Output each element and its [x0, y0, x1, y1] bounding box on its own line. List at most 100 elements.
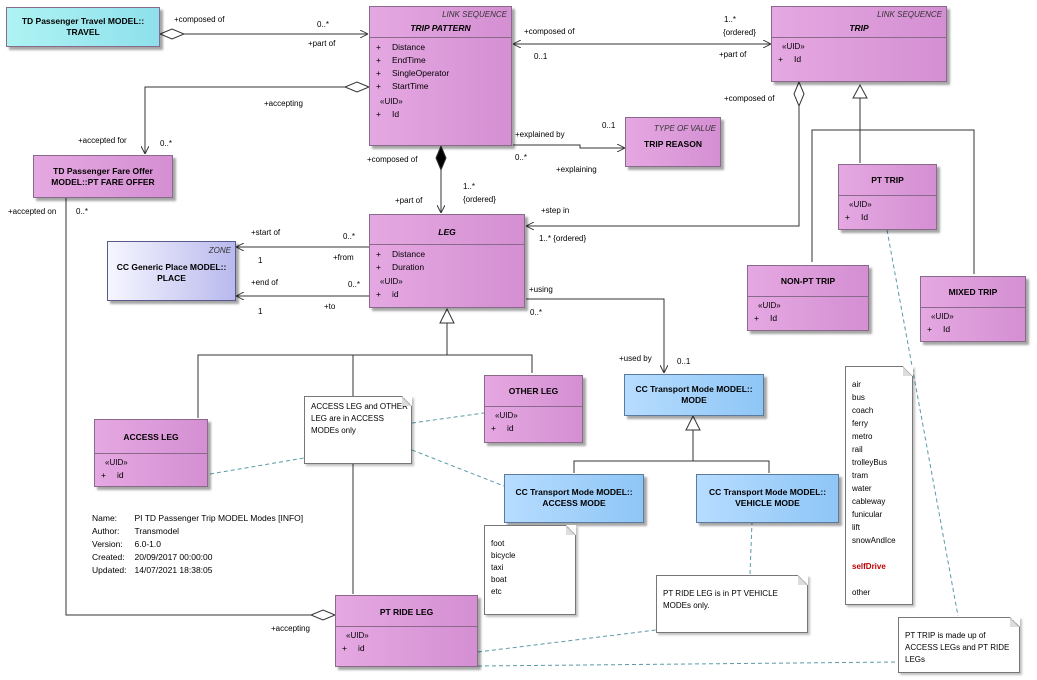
aggregation-diamond-travel — [158, 28, 186, 40]
note-line: MODEs only. — [663, 601, 710, 610]
edge-fare-offer-pt-ride-leg — [66, 186, 311, 616]
aggregation-diamond-trip — [793, 80, 805, 108]
note-line: air — [852, 380, 861, 389]
label-part-of: +part of — [308, 39, 336, 48]
class-pt-trip[interactable]: PT TRIP «UID» +Id — [838, 164, 937, 230]
class-travel[interactable]: TD Passenger Travel MODEL:: TRAVEL — [6, 7, 160, 47]
class-trip-pattern[interactable]: LINK SEQUENCE TRIP PATTERN +Distance +En… — [369, 6, 512, 146]
diagram-info: Name:PI TD Passenger Trip MODEL Modes [I… — [92, 512, 311, 577]
generalisation-trip — [811, 98, 975, 274]
attribute-row: +id — [376, 289, 399, 299]
note-line-highlight: selfDrive — [852, 562, 886, 571]
note-line: taxi — [491, 563, 504, 572]
label-composed-of: +composed of — [724, 94, 775, 103]
generalisation-triangle-trip — [852, 83, 868, 99]
class-place[interactable]: ZONE CC Generic Place MODEL:: PLACE — [107, 241, 236, 301]
note-line: ferry — [852, 419, 868, 428]
note-vehicle-modes-list[interactable]: air bus coach ferry metro rail trolleyBu… — [845, 366, 913, 605]
uid-stereotype: «UID» — [782, 42, 805, 51]
label-multiplicity: 0..1 — [677, 357, 691, 366]
class-leg-title: LEG — [438, 227, 456, 237]
class-pt-trip-title: PT TRIP — [871, 175, 904, 185]
note-line: MODEs only — [311, 426, 356, 435]
info-key: Name: — [92, 513, 118, 523]
label-ordered: {ordered} — [463, 195, 496, 204]
info-key: Author: — [92, 526, 120, 536]
class-non-pt-trip[interactable]: NON-PT TRIP «UID» +Id — [747, 265, 869, 331]
class-access-mode-title-2: ACCESS MODE — [542, 498, 606, 508]
class-other-leg[interactable]: OTHER LEG «UID» +id — [484, 375, 583, 443]
label-ordered: {ordered} — [723, 28, 756, 37]
class-transport-mode[interactable]: CC Transport Mode MODEL:: MODE — [624, 374, 764, 416]
info-row: Version:6.0-1.0 — [92, 538, 311, 551]
attribute-row: +Id — [376, 109, 400, 119]
info-key: Updated: — [92, 565, 127, 575]
class-trip[interactable]: LINK SEQUENCE TRIP «UID» +Id — [771, 6, 947, 82]
label-multiplicity: 0..1 — [534, 52, 548, 61]
note-pt-trip[interactable]: PT TRIP is made up of ACCESS LEGs and PT… — [898, 617, 1020, 673]
note-legs-access-modes[interactable]: ACCESS LEG and OTHER LEG are in ACCESS M… — [304, 396, 412, 464]
aggregation-diamond-pt-ride — [309, 609, 337, 621]
edge-leg-mode — [526, 298, 664, 373]
info-value: 14/07/2021 18:38:05 — [134, 565, 213, 575]
class-leg[interactable]: LEG +Distance +Duration «UID» +id — [369, 214, 525, 308]
note-line: trolleyBus — [852, 458, 888, 467]
note-link-access-leg — [209, 457, 305, 475]
label-multiplicity: 1 — [258, 256, 263, 265]
note-pt-ride-leg[interactable]: PT RIDE LEG is in PT VEHICLE MODEs only. — [656, 575, 808, 633]
label-start-of: +start of — [251, 228, 281, 237]
label-explaining: +explaining — [556, 165, 597, 174]
class-vehicle-mode-title-2: VEHICLE MODE — [735, 498, 800, 508]
class-trip-reason[interactable]: TYPE OF VALUE TRIP REASON — [625, 117, 721, 167]
uid-stereotype: «UID» — [380, 97, 403, 106]
label-accepting: +accepting — [271, 624, 310, 633]
attribute-row: +id — [491, 423, 514, 433]
generalisation-triangle-leg — [439, 307, 455, 324]
class-other-leg-title: OTHER LEG — [508, 386, 559, 396]
label-step-in: +step in — [541, 206, 570, 215]
label-multiplicity: 0..* — [515, 153, 528, 162]
note-link-pt-ride-1 — [477, 629, 657, 653]
class-vehicle-mode-title-1: CC Transport Mode MODEL:: — [708, 487, 827, 497]
label-multiplicity: 0..1 — [602, 121, 616, 130]
uid-stereotype: «UID» — [849, 200, 872, 209]
note-line: cableway — [852, 497, 886, 506]
attribute-row: +SingleOperator — [376, 68, 450, 78]
edge-trip-pattern-fare-offer — [145, 86, 345, 154]
note-line: other — [852, 588, 871, 597]
class-access-leg-title: ACCESS LEG — [123, 432, 179, 442]
uid-stereotype: «UID» — [346, 631, 369, 640]
attribute-row: +Distance — [376, 42, 426, 52]
note-line: snowAndIce — [852, 536, 896, 545]
class-pt-ride-leg[interactable]: PT RIDE LEG «UID» +id — [335, 595, 478, 667]
label-multiplicity: 1..* — [724, 15, 737, 24]
class-access-mode[interactable]: CC Transport Mode MODEL:: ACCESS MODE — [504, 474, 644, 523]
composition-diamond-leg — [435, 144, 447, 172]
class-place-title-2: PLACE — [157, 273, 186, 283]
label-multiplicity: 0..* — [160, 139, 173, 148]
attribute-row: +Id — [778, 54, 802, 64]
class-access-leg[interactable]: ACCESS LEG «UID» +id — [94, 419, 208, 487]
class-vehicle-mode[interactable]: CC Transport Mode MODEL:: VEHICLE MODE — [696, 474, 839, 523]
label-multiplicity: 0..* — [343, 232, 356, 241]
aggregation-diamond-accepting — [343, 81, 371, 93]
edge-trip-leg — [526, 106, 800, 226]
label-composed-of: +composed of — [524, 27, 575, 36]
note-line: lift — [852, 523, 860, 532]
generalisation-triangle-mode — [685, 414, 701, 431]
attribute-row: +id — [342, 643, 365, 653]
label-from: +from — [333, 253, 354, 262]
attribute-row: +Id — [927, 324, 951, 334]
class-place-title-1: CC Generic Place MODEL:: — [116, 262, 227, 272]
note-line: bus — [852, 393, 865, 402]
note-link-pt-trip — [886, 229, 959, 617]
info-row: Author:Transmodel — [92, 525, 311, 538]
class-fare-offer[interactable]: TD Passenger Fare Offer MODEL::PT FARE O… — [33, 155, 173, 198]
class-fare-offer-title-2: MODEL::PT FARE OFFER — [51, 177, 155, 187]
class-mixed-trip[interactable]: MIXED TRIP «UID» +Id — [920, 276, 1026, 342]
note-access-modes-list[interactable]: foot bicycle taxi boat etc — [484, 525, 576, 615]
note-line: water — [852, 484, 872, 493]
info-value: 6.0-1.0 — [134, 539, 161, 549]
attribute-row: +StartTime — [376, 81, 429, 91]
